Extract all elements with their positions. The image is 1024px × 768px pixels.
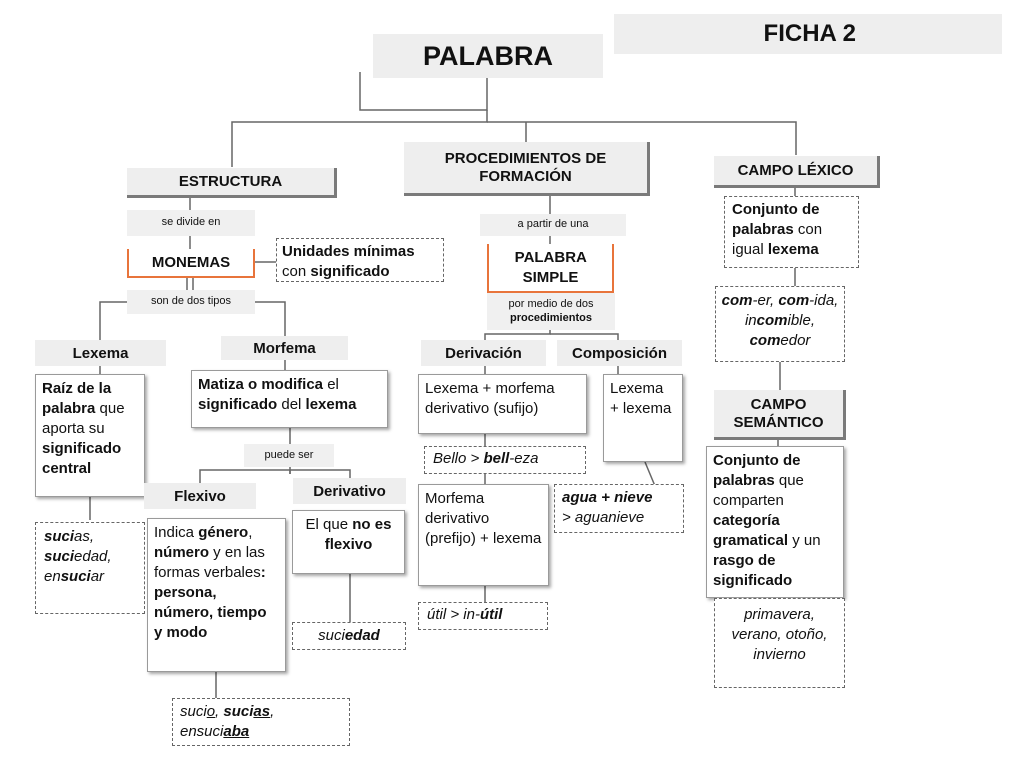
procedimientos-header: PROCEDIMIENTOS DE FORMACIÓN xyxy=(404,142,650,196)
lexema-node: Lexema xyxy=(35,340,166,366)
derivativo-definition: El que no es flexivo xyxy=(292,510,405,574)
page-title: PALABRA xyxy=(373,34,603,78)
morfema-node: Morfema xyxy=(221,336,348,360)
a-partir-de-una-connector: a partir de una xyxy=(480,214,626,236)
composicion-example: agua + nieve> aguanieve xyxy=(554,484,684,533)
morfema-definition: Matiza o modifica el significado del lex… xyxy=(191,370,388,428)
se-divide-en-connector: se divide en xyxy=(127,210,255,236)
por-medio-text: por medio de dos xyxy=(508,297,594,310)
derivativo-example: suciedad xyxy=(292,622,406,650)
campo-lexico-definition: Conjunto de palabras con igual lexema xyxy=(724,196,859,268)
flexivo-example: sucio, sucias,ensuciaba xyxy=(172,698,350,746)
lexema-definition: Raíz de la palabra que aporta su signifi… xyxy=(35,374,145,497)
monemas-definition: Unidades mínimas con significado xyxy=(276,238,444,282)
procedimientos-text: procedimientos xyxy=(510,311,592,324)
campo-lexico-header: CAMPO LÉXICO xyxy=(714,156,880,188)
son-de-dos-tipos-connector: son de dos tipos xyxy=(127,290,255,314)
estructura-header: ESTRUCTURA xyxy=(127,168,337,198)
flexivo-node: Flexivo xyxy=(144,483,256,509)
campo-lexico-example: com-er, com-ida, incomible, comedor xyxy=(715,286,845,362)
campo-semantico-example: primavera, verano, otoño, invierno xyxy=(714,598,845,688)
palabra-simple-node: PALABRA SIMPLE xyxy=(487,244,614,293)
derivativo-node: Derivativo xyxy=(293,478,406,504)
flexivo-definition: Indica género, número y en las formas ve… xyxy=(147,518,286,672)
monemas-node: MONEMAS xyxy=(127,249,255,278)
por-medio-connector: por medio de dos procedimientos xyxy=(487,293,615,330)
campo-semantico-definition: Conjunto de palabras que comparten categ… xyxy=(706,446,844,598)
sufijo-definition: Lexema + morfema derivativo (sufijo) xyxy=(418,374,587,434)
lexema-example: sucias,suciedad,ensuciar xyxy=(35,522,145,614)
derivacion-node: Derivación xyxy=(421,340,546,366)
composicion-node: Composición xyxy=(557,340,682,366)
ficha-label: FICHA 2 xyxy=(614,14,1002,54)
sufijo-example: Bello > bell-eza xyxy=(424,446,586,474)
campo-semantico-header: CAMPO SEMÁNTICO xyxy=(714,390,846,440)
prefijo-definition: Morfema derivativo (prefijo) + lexema xyxy=(418,484,549,586)
prefijo-example: útil > in-útil xyxy=(418,602,548,630)
puede-ser-connector: puede ser xyxy=(244,444,334,467)
composicion-definition: Lexema + lexema xyxy=(603,374,683,462)
